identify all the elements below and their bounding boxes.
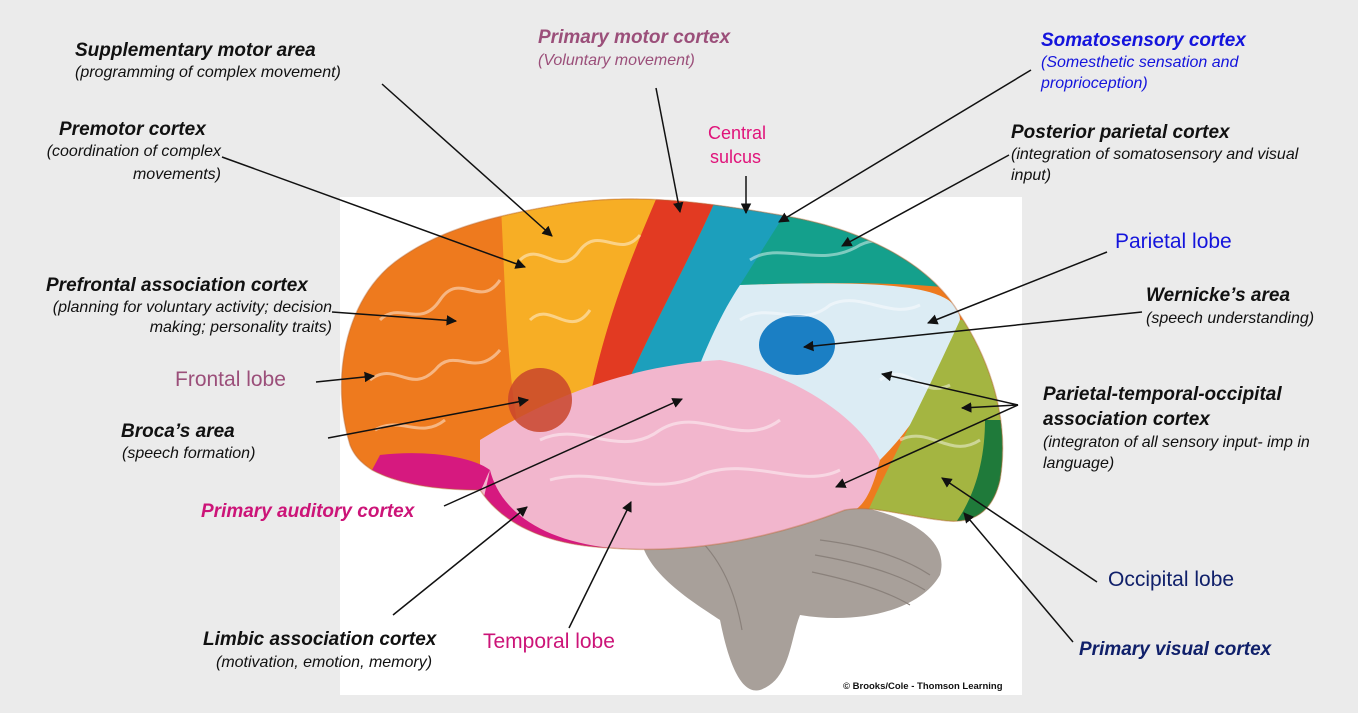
posterior-parietal-desc-line1: (integration of somatosensory and visual [1011,146,1299,163]
arrow-primary-motor [655,87,684,214]
posterior-parietal-title: Posterior parietal cortex [1011,122,1230,143]
arrow-supplementary [381,83,553,237]
limbic-title: Limbic association cortex [203,629,437,650]
somatosensory-desc-line1: (Somesthetic sensation and [1041,54,1239,71]
pto-desc-line2: language) [1043,455,1115,472]
cerebellum-folds [699,539,931,631]
arrow-pto-upper [880,370,1019,406]
supplementary-motor-desc: (programming of complex movement) [75,64,341,81]
arrow-occipital-lobe [941,477,1098,583]
primary-auditory-label: Primary auditory cortex [201,501,415,522]
premotor-desc-line1: (coordination of complex [46,143,221,160]
somatosensory-title: Somatosensory cortex [1041,30,1246,51]
premotor-desc-line2: movements) [132,166,221,183]
central-sulcus-line1: Central [708,123,767,143]
temporal-region [480,360,880,550]
arrow-temporal-lobe [568,501,632,629]
frontal-lobe-label: Frontal lobe [175,368,286,391]
premotor-title: Premotor cortex [59,119,206,140]
copyright-notice: © Brooks/Cole - Thomson Learning [843,681,1003,692]
pto-title-line1: Parietal-temporal-occipital [1043,384,1282,405]
broca-desc: (speech formation) [122,445,256,462]
primary-motor-desc: (Voluntary movement) [538,52,695,69]
parietal-lobe-label: Parietal lobe [1115,230,1232,253]
arrow-somatosensory [778,69,1032,223]
wernicke-desc: (speech understanding) [1146,310,1315,327]
primary-motor-title: Primary motor cortex [538,27,731,48]
limbic-region-front [372,453,490,490]
wernicke-parietal-region [690,283,960,460]
occipital-lobe-label: Occipital lobe [1108,568,1235,591]
arrow-primary-visual [963,512,1074,643]
arrow-posterior-parietal [841,154,1010,247]
supplementary-motor-title: Supplementary motor area [75,40,316,61]
wernicke-title: Wernicke’s area [1146,285,1291,306]
arrow-limbic [392,506,528,616]
arrow-wernicke [802,311,1143,352]
prefrontal-desc-line2: making; personality traits) [149,319,332,336]
arrow-broca [327,396,530,439]
arrow-prefrontal [331,311,458,326]
temporal-lobe-label: Temporal lobe [483,630,615,653]
arrow-premotor [221,156,526,269]
pto-desc-line1: (integraton of all sensory input- imp in [1043,434,1310,451]
prefrontal-title: Prefrontal association cortex [46,275,308,296]
limbic-desc: (motivation, emotion, memory) [216,654,433,671]
wernicke-area-spot [759,315,835,375]
primary-visual-label: Primary visual cortex [1079,639,1272,660]
prefrontal-desc-line1: (planning for voluntary activity; decisi… [52,299,332,316]
arrow-primary-auditory [443,398,683,507]
primary-visual-region [950,420,1003,530]
central-sulcus-line2: sulcus [710,147,762,167]
leader-lines [221,69,1143,643]
somatosensory-desc-line2: proprioception) [1041,75,1148,92]
arrow-pto-lower [835,404,1019,488]
arrow-frontal-lobe [315,371,376,383]
cerebrum-outline [340,198,1004,551]
pto-title-line2: association cortex [1043,409,1210,430]
broca-area-spot [508,368,572,432]
arrow-pto-middle [960,402,1019,413]
arrow-parietal-lobe [927,251,1108,325]
cerebellum-brainstem [640,505,942,691]
somatosensory-region [620,198,800,400]
posterior-parietal-desc-line2: input) [1011,167,1052,184]
broca-title: Broca’s area [121,421,235,442]
primary-motor-region [585,198,720,420]
